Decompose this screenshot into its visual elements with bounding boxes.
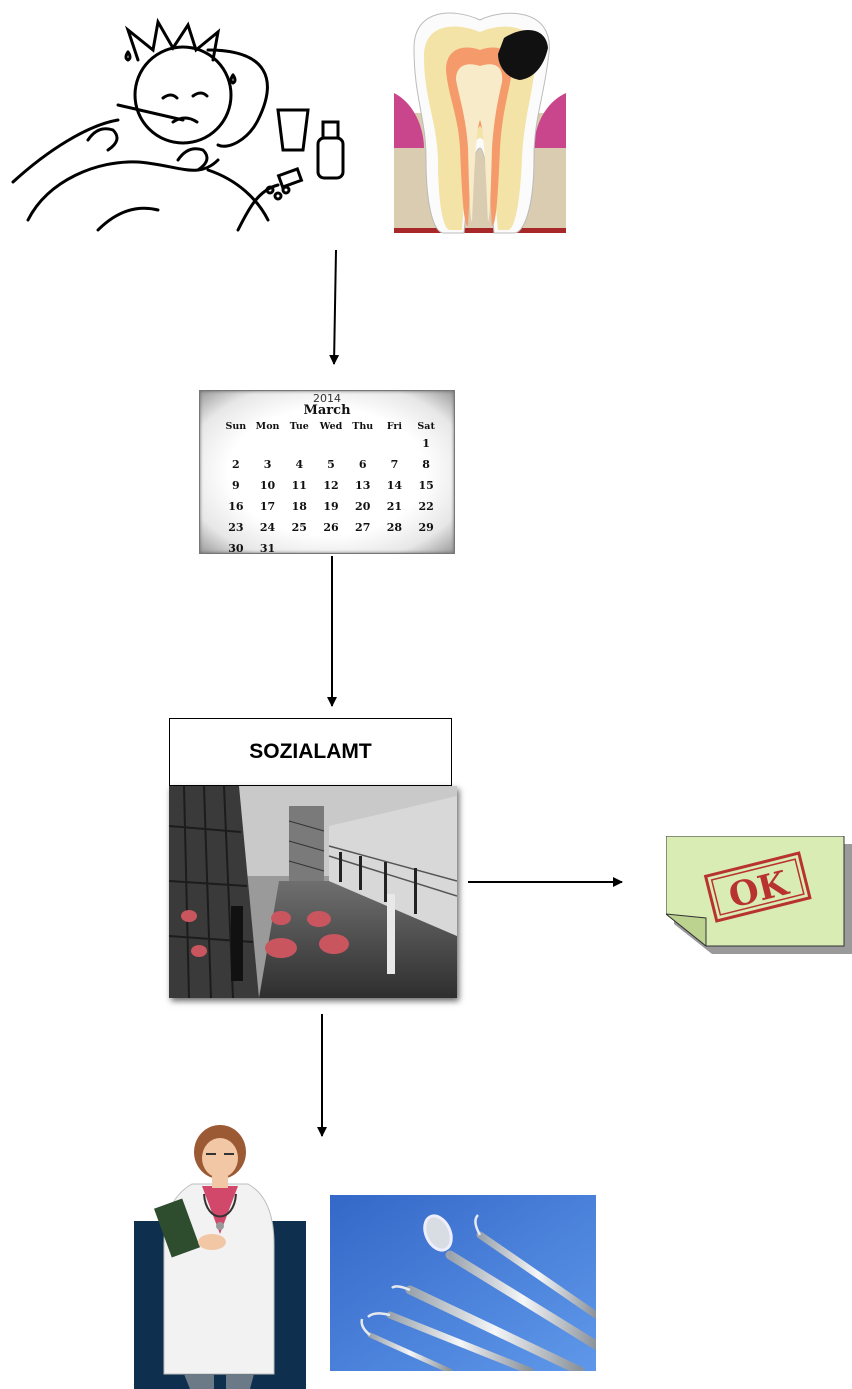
- calendar-day: 27: [355, 521, 371, 534]
- calendar-day: 5: [327, 458, 335, 471]
- calendar-day: [379, 538, 411, 559]
- calendar-day: [379, 433, 411, 454]
- calendar-day: 18: [291, 500, 307, 513]
- calendar-day: 10: [259, 479, 276, 492]
- calendar-day: 23: [228, 521, 244, 534]
- calendar-day: 7: [390, 458, 399, 471]
- calendar-day: 26: [323, 521, 339, 534]
- calendar-day: 16: [228, 500, 244, 513]
- calendar-grid: Sun Mon Tue Wed Thu Fri Sat 1 2 3 4 5 6 …: [220, 421, 442, 559]
- calendar-day: 9: [232, 479, 240, 492]
- calendar-day: 8: [422, 458, 430, 471]
- calendar-day: 28: [386, 521, 403, 534]
- weekday-label: Sat: [417, 421, 435, 432]
- weekday-label: Wed: [319, 421, 343, 432]
- calendar-day: 30: [228, 542, 244, 555]
- calendar-day: 17: [259, 500, 276, 513]
- calendar-day: 24: [259, 521, 276, 534]
- sick-person-sketch: [11, 17, 345, 232]
- weekday-label: Fri: [386, 421, 403, 432]
- calendar-image: 2014 March Sun Mon Tue Wed Thu Fri Sat 1…: [199, 390, 455, 555]
- calendar-day: [315, 538, 347, 559]
- dental-instruments-photo: [330, 1195, 596, 1371]
- weekday-label: Thu: [352, 421, 374, 432]
- weekday-label: Tue: [289, 421, 309, 432]
- calendar-day: [283, 433, 315, 454]
- calendar-day: 4: [295, 458, 304, 471]
- calendar-day: [252, 433, 284, 454]
- sozialamt-label: SOZIALAMT: [249, 740, 372, 763]
- calendar-day: 22: [418, 500, 434, 513]
- calendar-day: [220, 433, 252, 454]
- tooth-cavity-illustration: [394, 12, 566, 234]
- calendar-day: 14: [386, 479, 403, 492]
- calendar-day: 29: [418, 521, 434, 534]
- arrow-sketch-to-calendar: [329, 249, 340, 365]
- calendar-month: March: [303, 403, 351, 418]
- calendar-day: 11: [291, 479, 307, 492]
- calendar-day: 12: [323, 479, 339, 492]
- calendar-day: [283, 538, 315, 559]
- calendar-day: 19: [323, 500, 339, 513]
- calendar-day: [410, 538, 442, 559]
- calendar-day: 21: [386, 500, 403, 513]
- calendar-day: [315, 433, 347, 454]
- weekday-label: Sun: [225, 421, 247, 432]
- ok-stamp-note: OK: [666, 836, 852, 954]
- calendar-day: 3: [263, 458, 272, 471]
- calendar-day: 20: [355, 500, 371, 513]
- calendar-day: 15: [418, 479, 434, 492]
- sozialamt-label-box: SOZIALAMT: [169, 718, 452, 786]
- calendar-day: 6: [358, 458, 367, 471]
- calendar-day: 25: [291, 521, 307, 534]
- calendar-day: [347, 538, 379, 559]
- calendar-day: 13: [355, 479, 371, 492]
- calendar-day: 1: [422, 437, 430, 450]
- calendar-year: 2014: [313, 392, 341, 405]
- weekday-label: Mon: [255, 421, 280, 432]
- calendar-day: 2: [232, 458, 240, 471]
- office-building-photo: [169, 786, 457, 998]
- calendar-day: 31: [259, 542, 276, 555]
- doctor-illustration: [134, 1125, 306, 1389]
- calendar-day: [347, 433, 379, 454]
